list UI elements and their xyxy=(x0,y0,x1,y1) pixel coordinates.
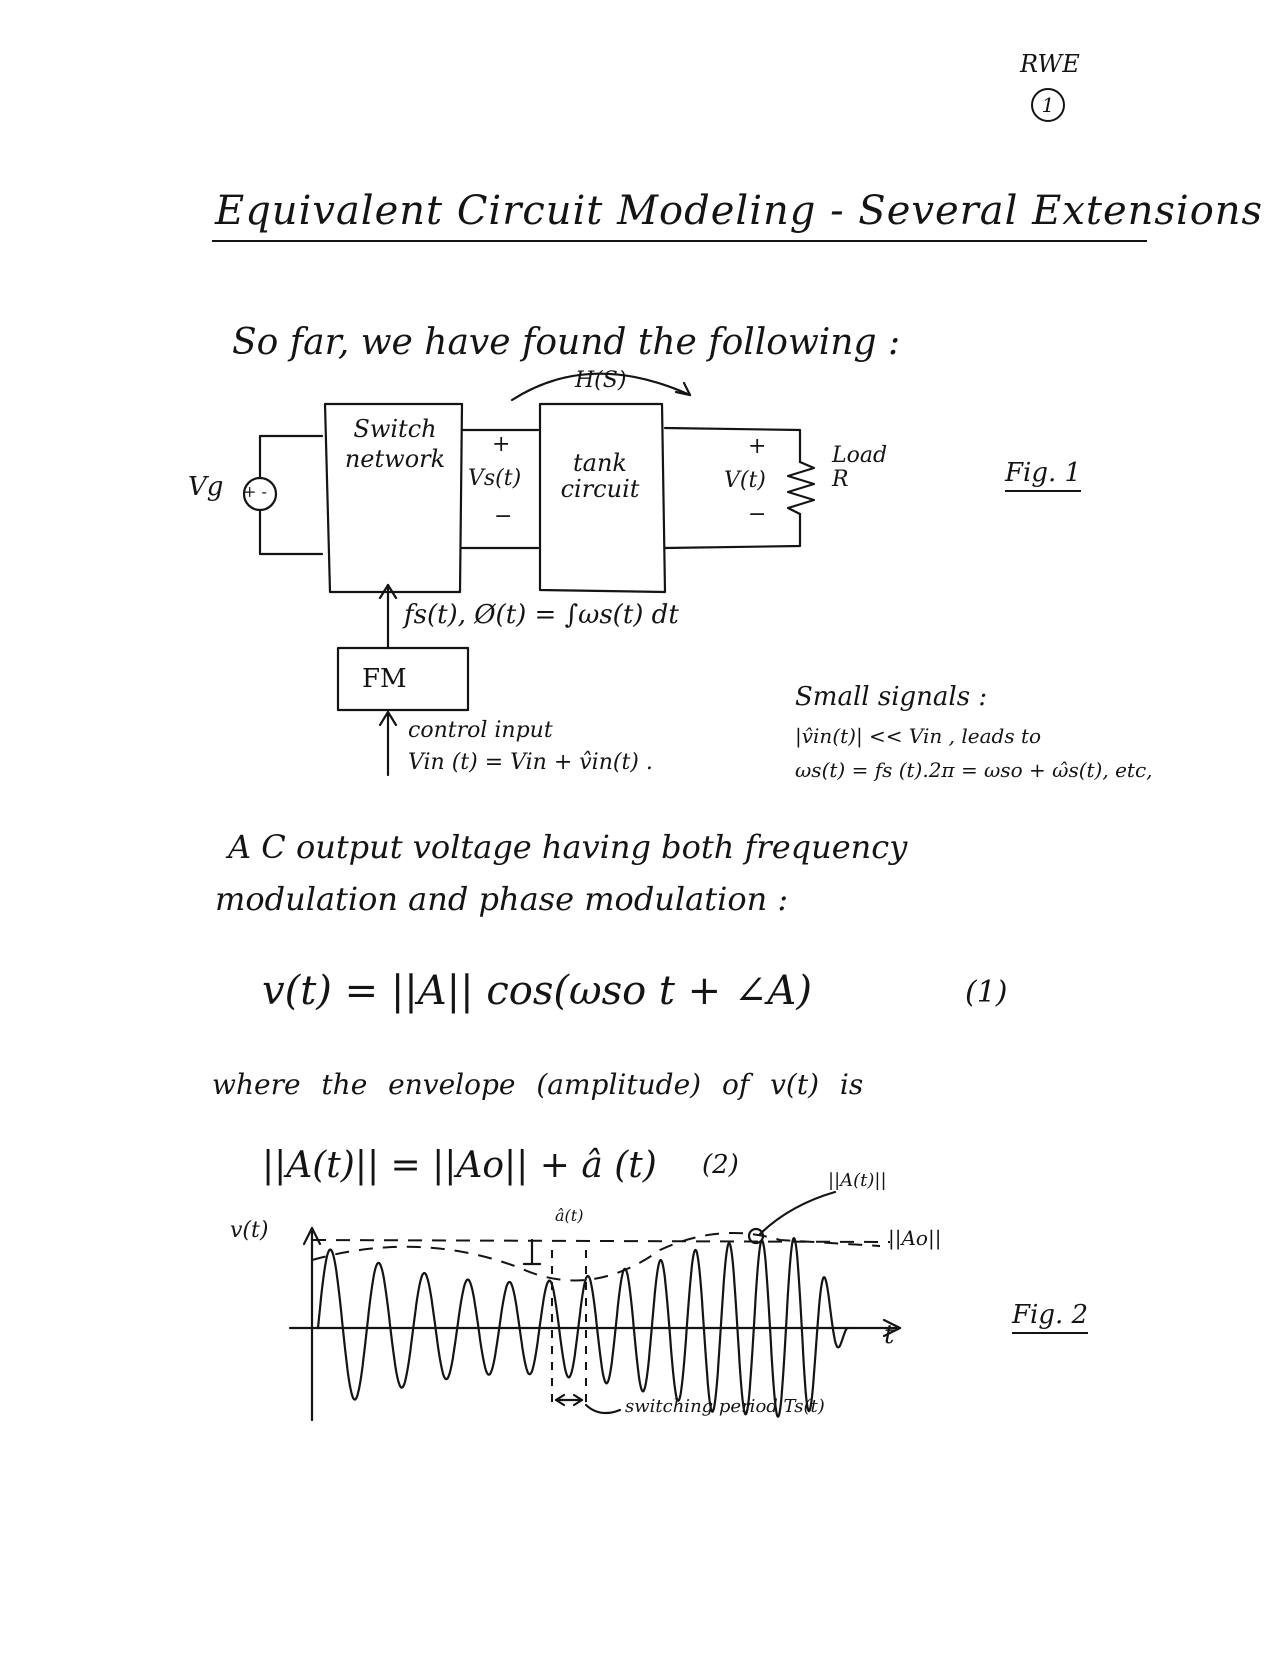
equation-1: v(t) = ||A|| cos(ωso t + ∠A) xyxy=(262,968,812,1014)
small-signals-line-2: ωs(t) = fs (t).2π = ωso + ω̂s(t), etc, xyxy=(795,758,1153,782)
vs-label: Vs(t) xyxy=(468,466,522,491)
modulated-waveform xyxy=(316,1237,850,1418)
figure-1-label: Fig. 1 xyxy=(1005,458,1082,492)
load-label: Load R xyxy=(832,443,888,492)
equation-2: ||A(t)|| = ||Ao|| + â (t) xyxy=(262,1145,657,1186)
figure-2-label: Fig. 2 xyxy=(1012,1300,1089,1334)
paragraph-1-line-1: A C output voltage having both frequency xyxy=(228,828,908,866)
fm-label: FM xyxy=(362,664,407,694)
vs-minus-sign: − xyxy=(494,504,513,529)
mean-envelope-label: ||Ao|| xyxy=(888,1226,942,1250)
control-input-label: control input xyxy=(408,718,553,743)
load-resistor-icon xyxy=(786,460,816,516)
transfer-function-label: H(S) xyxy=(575,368,627,393)
source-voltage-label: Vg xyxy=(188,472,224,502)
switching-period-label: switching period Ts(t) xyxy=(625,1396,825,1417)
switch-network-label: Switch network xyxy=(344,415,446,473)
intro-text: So far, we have found the following : xyxy=(232,322,901,363)
source-polarity-label: + - xyxy=(243,482,267,501)
vout-plus-sign: + xyxy=(748,434,767,459)
control-signal-label: fs(t), Ø(t) = ∫ωs(t) dt xyxy=(404,600,679,630)
vout-label: V(t) xyxy=(724,468,766,493)
paragraph-1-line-2: modulation and phase modulation : xyxy=(215,880,789,918)
x-axis-label: t xyxy=(884,1320,895,1350)
control-input-equation: Vin (t) = Vin + v̂in(t) . xyxy=(408,750,653,775)
tank-circuit-box xyxy=(538,402,667,594)
corner-initials: RWE xyxy=(1020,50,1080,78)
page-title: Equivalent Circuit Modeling - Several Ex… xyxy=(215,188,1264,234)
envelope-leader xyxy=(758,1190,837,1236)
fm-box xyxy=(336,646,470,712)
title-underline xyxy=(212,240,1147,242)
small-signals-line-1: |v̂in(t)| << Vin , leads to xyxy=(795,724,1042,748)
vout-minus-sign: − xyxy=(748,502,767,527)
envelope-curve xyxy=(311,1231,881,1282)
switch-network-box xyxy=(323,402,464,594)
deviation-label: â(t) xyxy=(555,1206,584,1225)
tank-circuit-label: tank circuit xyxy=(560,449,640,503)
equation-1-number: (1) xyxy=(965,975,1008,1010)
page-number: 1 xyxy=(1031,88,1065,122)
mean-envelope-line xyxy=(311,1239,891,1243)
envelope-label: ||A(t)|| xyxy=(828,1170,887,1191)
y-axis-label: v(t) xyxy=(230,1218,269,1243)
transfer-arrow xyxy=(510,372,692,402)
equation-2-number: (2) xyxy=(702,1150,739,1180)
small-signals-heading: Small signals : xyxy=(795,682,988,712)
paragraph-2: where the envelope (amplitude) of v(t) i… xyxy=(212,1068,864,1101)
vs-plus-sign: + xyxy=(492,432,511,457)
